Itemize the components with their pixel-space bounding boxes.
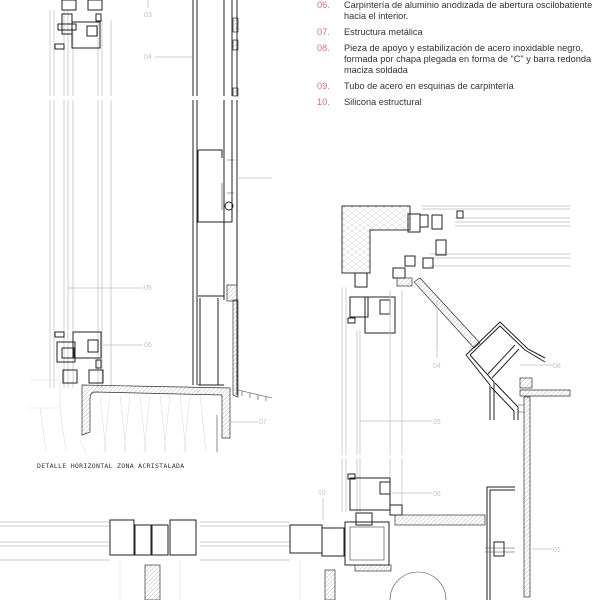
- leader-lines-right: [322, 300, 438, 520]
- steel-c-bracket: [465, 321, 571, 598]
- insulation-block: [341, 205, 411, 274]
- legend: 06. Carpintería de aluminio anodizada de …: [317, 0, 600, 113]
- label-05-right: 05: [433, 419, 441, 426]
- corner-profiles-bottom: [344, 473, 486, 572]
- right-detail: 04 05 06 08 01 10: [318, 205, 571, 600]
- legend-number: 10.: [317, 97, 330, 107]
- legend-text: Silicona estructural: [344, 97, 422, 107]
- left-detail: 03 04 05 06 07 DETALLE HORIZONTAL ZONA A…: [30, 0, 273, 470]
- label-06: 06: [144, 342, 152, 349]
- label-04-right: 04: [433, 363, 441, 370]
- window-profile-top: [54, 0, 103, 50]
- legend-item-07: 07. Estructura metálica: [317, 27, 600, 38]
- legend-text: Tubo de acero en esquinas de carpintería: [344, 81, 514, 91]
- glazing-lines: [49, 10, 112, 388]
- legend-text: Estructura metálica: [344, 27, 423, 37]
- corner-profiles-top: [347, 213, 447, 334]
- label-10: 10: [318, 490, 326, 497]
- legend-text: Pieza de apoyo y estabilización de acero…: [344, 43, 592, 75]
- label-05: 05: [144, 285, 152, 292]
- label-07: 07: [259, 419, 267, 426]
- legend-number: 09.: [317, 81, 330, 91]
- leader-lines-left: [68, 0, 192, 346]
- label-03: 03: [144, 12, 152, 19]
- label-01: 01: [553, 547, 561, 554]
- wall-section: [192, 0, 239, 398]
- glazing-lines-top: [422, 205, 570, 267]
- legend-item-10: 10. Silicona estructural: [317, 97, 600, 108]
- steel-tube: [197, 149, 272, 223]
- label-04: 04: [144, 54, 152, 61]
- legend-item-09: 09. Tubo de acero en esquinas de carpinte…: [317, 81, 600, 92]
- legend-item-06: 06. Carpintería de aluminio anodizada de …: [317, 0, 600, 22]
- sill-c-profile: [30, 379, 273, 453]
- z-profile-and-bolt: [485, 486, 552, 600]
- bottom-strip-detail: [0, 519, 345, 600]
- legend-item-08: 08. Pieza de apoyo y estabilización de ac…: [317, 43, 600, 76]
- window-profile-bottom: [54, 331, 104, 384]
- column-circle: [389, 571, 447, 600]
- legend-text: Carpintería de aluminio anodizada de abe…: [344, 0, 593, 21]
- legend-number: 08.: [317, 43, 330, 53]
- label-06-right: 06: [433, 491, 441, 498]
- label-08: 08: [553, 363, 561, 370]
- diagonal-glazing: [413, 277, 481, 350]
- legend-number: 06.: [317, 0, 330, 10]
- legend-number: 07.: [317, 27, 330, 37]
- drawing-caption: DETALLE HORIZONTAL ZONA ACRISTALADA: [37, 462, 184, 470]
